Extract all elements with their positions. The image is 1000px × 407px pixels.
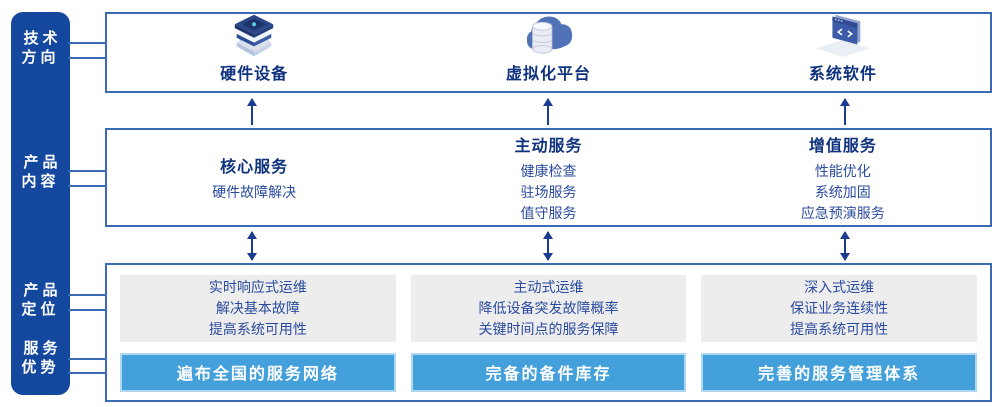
service-column-active: 主动服务 健康检查 驻场服务 值守服务 <box>401 130 695 225</box>
tech-cell-virtualization: 虚拟化平台 <box>401 14 695 91</box>
service-item: 性能优化 <box>814 162 871 179</box>
tech-label-virtualization: 虚拟化平台 <box>505 66 591 83</box>
position-column-deep: 深入式运维 保证业务连续性 提高系统可用性 完善的服务管理体系 <box>701 275 978 392</box>
position-panel: 实时响应式运维 解决基本故障 提高系统可用性 <box>120 275 396 342</box>
advantage-banner-network: 遍布全国的服务网络 <box>120 352 396 392</box>
connector-line <box>68 42 107 44</box>
connector-line <box>68 185 107 187</box>
connector-line <box>68 372 107 374</box>
service-item: 驻场服务 <box>520 183 577 200</box>
service-title: 核心服务 <box>220 158 289 176</box>
service-column-value-added: 增值服务 性能优化 系统加固 应急预演服务 <box>696 130 990 225</box>
position-line: 提高系统可用性 <box>790 320 889 337</box>
rail-label-tech-direction: 技术 方向 <box>21 30 62 66</box>
tech-direction-box: 硬件设备 虚拟化平台 <box>105 12 992 93</box>
connector-line <box>68 170 107 172</box>
cloud-database-icon <box>517 7 579 60</box>
position-line: 保证业务连续性 <box>790 299 889 316</box>
tech-cell-software: 系统软件 <box>696 14 990 91</box>
position-panel: 深入式运维 保证业务连续性 提高系统可用性 <box>701 275 978 342</box>
tech-label-software: 系统软件 <box>808 66 877 83</box>
connector-line <box>68 57 107 59</box>
arrow-up-icon <box>543 98 553 125</box>
service-item: 健康检查 <box>520 162 577 179</box>
position-line: 实时响应式运维 <box>208 278 307 295</box>
position-line: 深入式运维 <box>804 278 875 295</box>
arrow-up-icon <box>840 98 850 125</box>
arrow-updown-icon <box>543 231 553 261</box>
position-column-realtime: 实时响应式运维 解决基本故障 提高系统可用性 遍布全国的服务网络 <box>120 275 396 392</box>
service-item: 硬件故障解决 <box>212 183 297 200</box>
position-line: 主动式运维 <box>513 278 584 295</box>
product-position-box: 实时响应式运维 解决基本故障 提高系统可用性 遍布全国的服务网络 主动式运维 降… <box>105 263 992 402</box>
service-item: 系统加固 <box>814 183 871 200</box>
advantage-banner-spares: 完备的备件库存 <box>410 352 687 392</box>
connector-line <box>68 294 107 296</box>
server-stack-icon <box>223 7 285 60</box>
rail-label-service-advantage: 服务 优势 <box>21 340 62 376</box>
rail-label-product-content: 产品 内容 <box>21 154 62 190</box>
service-item: 值守服务 <box>520 204 577 221</box>
rail-label-product-position: 产品 定位 <box>21 282 62 318</box>
advantage-banner-management: 完善的服务管理体系 <box>701 352 978 392</box>
position-line: 解决基本故障 <box>215 299 300 316</box>
sidebar-rail: 技术 方向 产品 内容 产品 定位 服务 优势 <box>11 12 70 395</box>
position-panel: 主动式运维 降低设备突发故障概率 关键时间点的服务保障 <box>410 275 687 342</box>
position-column-proactive: 主动式运维 降低设备突发故障概率 关键时间点的服务保障 完备的备件库存 <box>410 275 687 392</box>
position-line: 提高系统可用性 <box>208 320 307 337</box>
tech-label-hardware: 硬件设备 <box>220 66 289 83</box>
arrow-updown-icon <box>840 231 850 261</box>
product-content-box: 核心服务 硬件故障解决 主动服务 健康检查 驻场服务 值守服务 增值服务 性能优… <box>105 128 992 227</box>
arrow-up-icon <box>247 98 257 125</box>
tech-cell-hardware: 硬件设备 <box>107 14 401 91</box>
arrow-updown-icon <box>247 231 257 261</box>
connector-line <box>68 358 107 360</box>
service-column-core: 核心服务 硬件故障解决 <box>107 130 401 225</box>
position-line: 关键时间点的服务保障 <box>478 320 619 337</box>
service-title: 主动服务 <box>514 137 583 155</box>
position-line: 降低设备突发故障概率 <box>478 299 619 316</box>
connector-line <box>68 309 107 311</box>
code-window-icon <box>812 7 874 60</box>
service-title: 增值服务 <box>808 137 877 155</box>
service-item: 应急预演服务 <box>800 204 885 221</box>
